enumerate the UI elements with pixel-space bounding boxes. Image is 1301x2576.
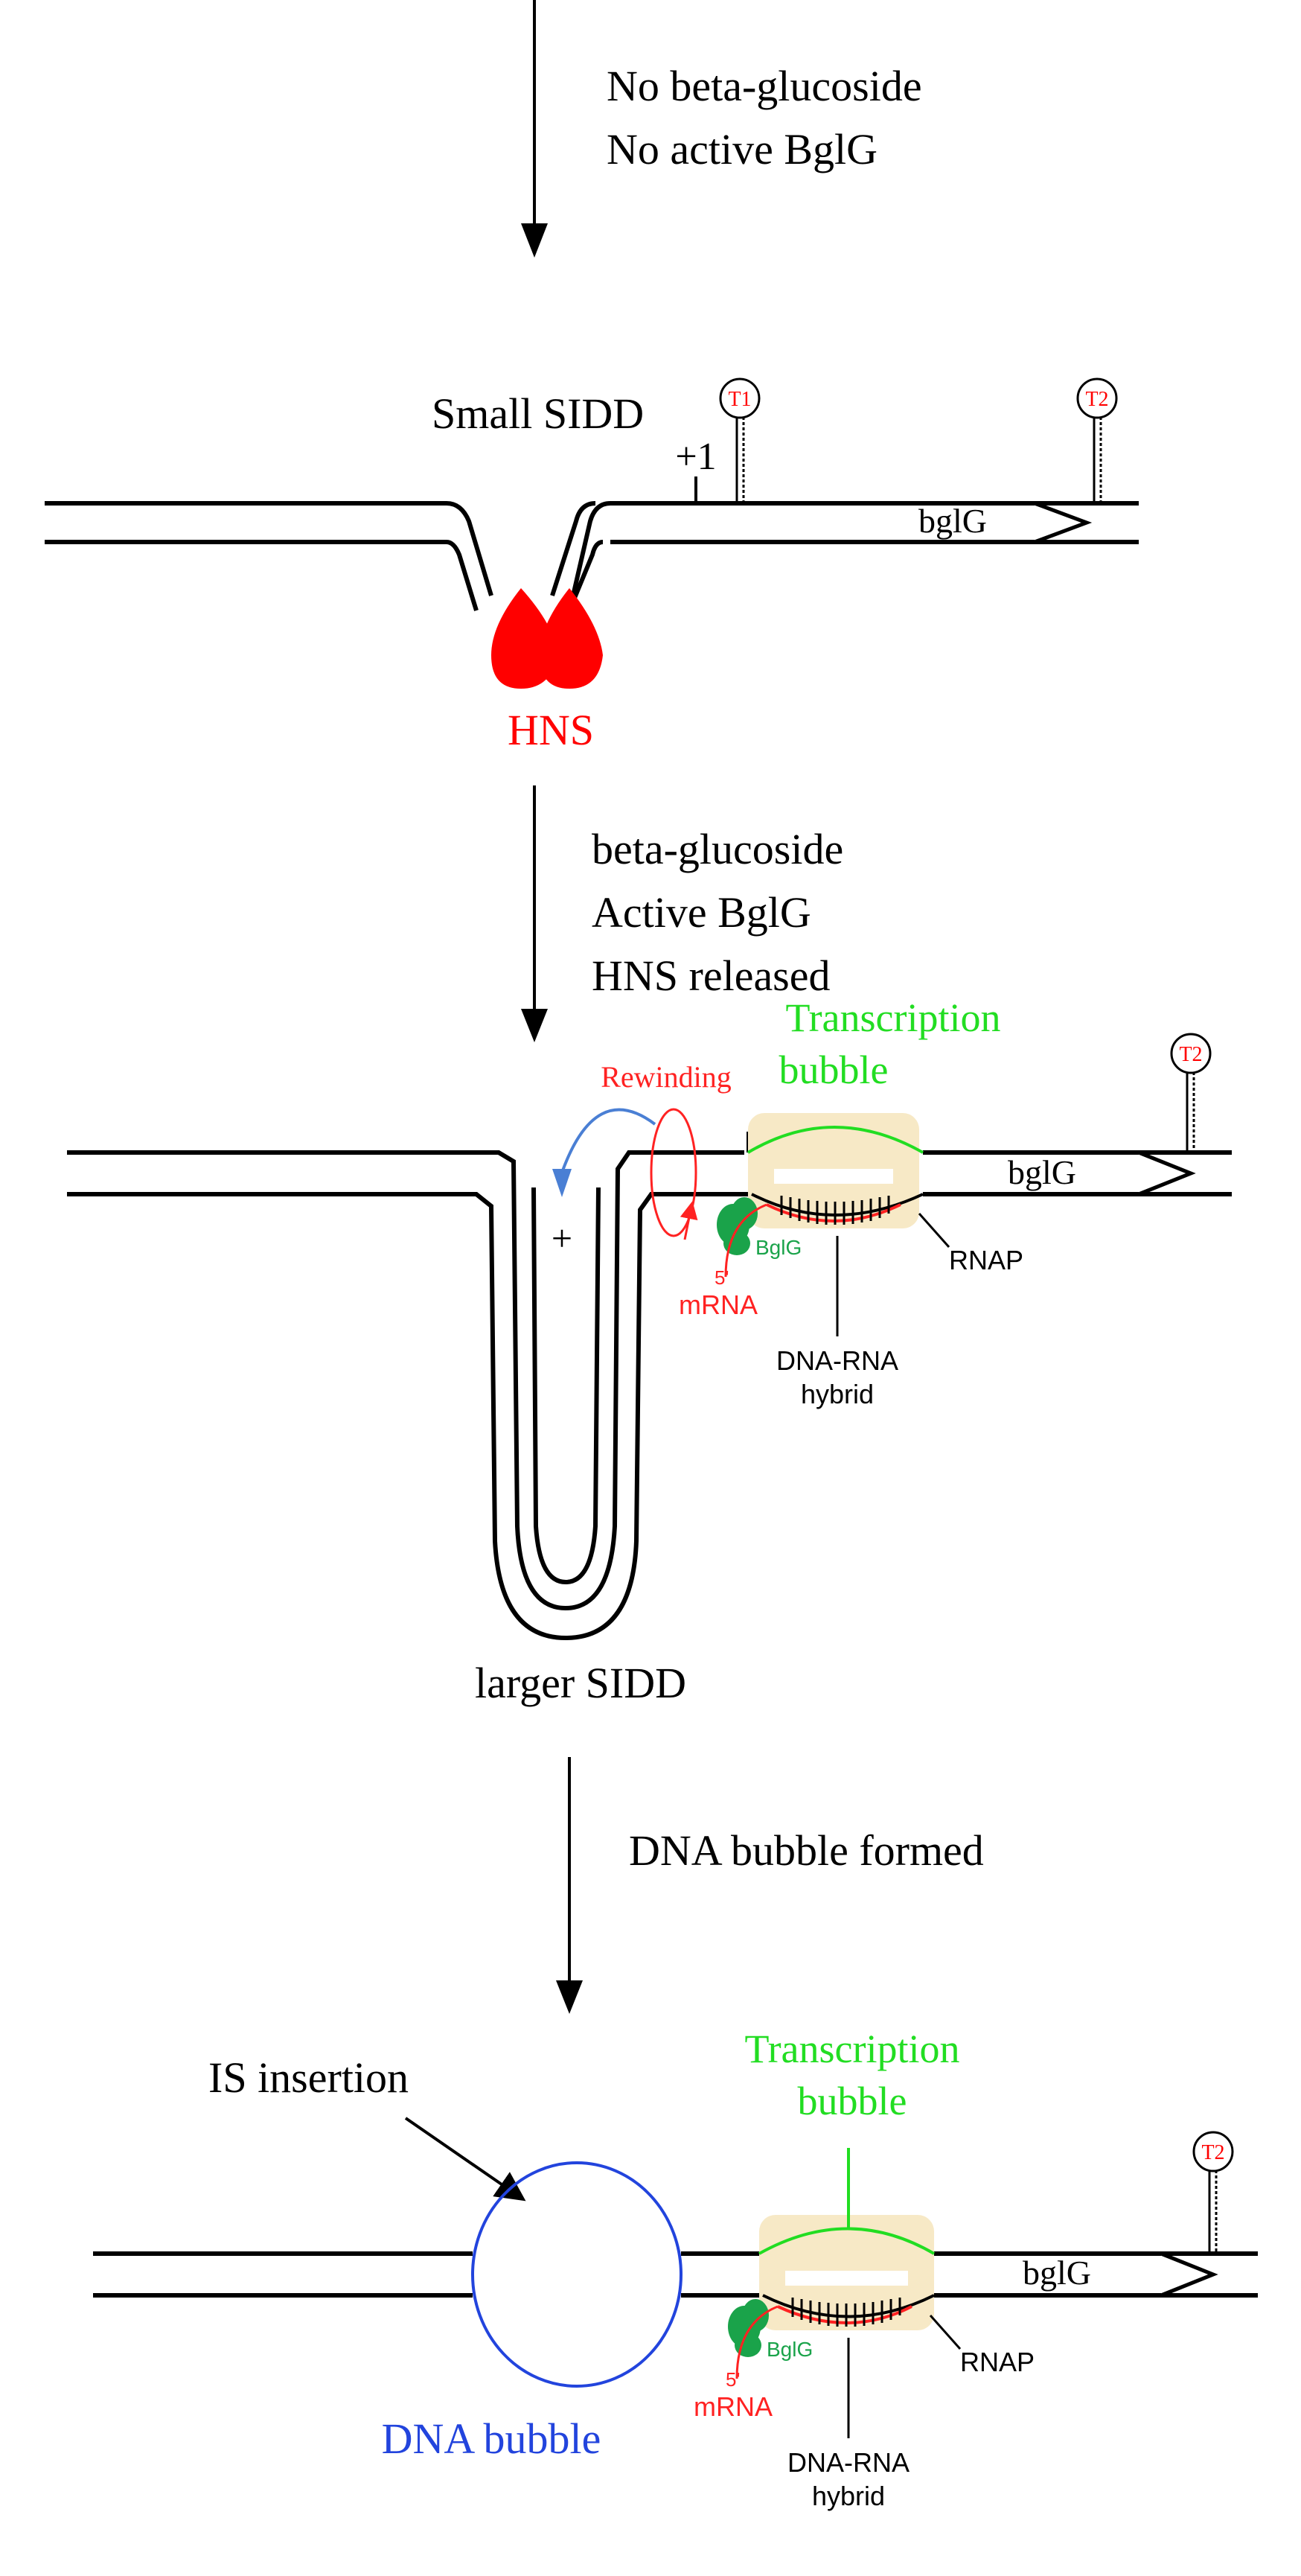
hybrid-label-1: DNA-RNA [787, 2447, 910, 2478]
bglg-protein-label: BglG [767, 2338, 813, 2361]
terminator-t2-label: T2 [1179, 1043, 1202, 1066]
terminator-hairpin-icon: T1 [719, 377, 761, 503]
condition-no-active-bglg: No active BglG [607, 125, 878, 173]
transcription-bubble-label-2: bubble [798, 2079, 907, 2123]
mrna-strand [735, 2305, 779, 2379]
transition-arrow-1 [521, 0, 548, 258]
dna-bubble [471, 2161, 683, 2388]
rnap-complex [747, 1113, 924, 1228]
hns-label: HNS [508, 706, 594, 754]
terminator-t2-label: T2 [1085, 388, 1108, 411]
supercoil-arrow [560, 1108, 656, 1173]
tss-label: +1 [675, 436, 716, 478]
terminator-hairpin-icon: T2 [1192, 2131, 1234, 2254]
condition-beta-glucoside: beta-glucoside [592, 825, 843, 873]
hybrid-label-1: DNA-RNA [776, 1345, 898, 1376]
gene-arrow-icon [1034, 501, 1093, 544]
rewinding-label: Rewinding [601, 1060, 732, 1094]
bglg-gene-label: bglG [1023, 2254, 1091, 2292]
transcription-bubble-label-1: Transcription [744, 2027, 959, 2071]
condition-no-beta-glucoside: No beta-glucoside [607, 62, 922, 110]
condition-hns-released: HNS released [592, 951, 831, 1000]
hybrid-label-2: hybrid [812, 2481, 885, 2511]
gene-arrow-icon [1160, 2251, 1218, 2298]
down-arrow-icon [556, 1980, 583, 2014]
terminator-hairpin-icon: T2 [1170, 1033, 1212, 1152]
rnap-complex [758, 2215, 936, 2330]
transition-arrow-2 [521, 785, 548, 1042]
gene-arrow-icon [1138, 1150, 1196, 1196]
small-sidd-label: Small SIDD [432, 389, 644, 438]
terminator-hairpin-icon: T2 [1076, 377, 1118, 503]
rnap-pointer [918, 1213, 950, 1248]
mrna-5prime-label: 5' [715, 1266, 729, 1289]
is-insertion-arrow [404, 2117, 526, 2202]
is-insertion-label: IS insertion [208, 2053, 409, 2102]
condition-dna-bubble-formed: DNA bubble formed [629, 1826, 984, 1875]
bglg-protein-icon [728, 2299, 769, 2357]
dna-bubble-label: DNA bubble [382, 2414, 601, 2463]
bglg-protein-label: BglG [755, 1236, 802, 1259]
larger-sidd-label: larger SIDD [475, 1659, 686, 1707]
hns-protein-icon [491, 588, 603, 689]
stage2-dna [45, 501, 1139, 612]
plus-label: + [552, 1217, 572, 1259]
rnap-pointer [929, 2315, 962, 2350]
mrna-label: mRNA [679, 1289, 758, 1320]
mrna-strand [724, 1203, 767, 1278]
down-arrow-icon [521, 1009, 548, 1042]
hybrid-label-2: hybrid [801, 1379, 874, 1409]
stage4-dna [93, 2251, 1258, 2298]
down-arrow-icon [521, 223, 548, 258]
bglg-gene-label: bglG [918, 502, 987, 540]
terminator-t1-label: T1 [728, 388, 751, 411]
bglg-protein-icon [717, 1197, 758, 1255]
mrna-label: mRNA [694, 2391, 773, 2422]
stage3-dna [67, 1150, 1232, 1641]
condition-active-bglg: Active BglG [592, 888, 811, 937]
mrna-5prime-label: 5' [726, 2368, 740, 2391]
rewinding-arrow-icon [650, 1108, 698, 1240]
bglg-gene-label: bglG [1008, 1153, 1076, 1191]
rnap-label: RNAP [949, 1245, 1023, 1275]
terminator-t2-label: T2 [1201, 2141, 1224, 2164]
blue-arrow-icon [552, 1169, 572, 1197]
transcription-bubble-label-2: bubble [779, 1048, 889, 1092]
transcription-bubble-label-1: Transcription [785, 995, 1000, 1040]
transition-arrow-3 [556, 1757, 583, 2014]
rnap-label: RNAP [960, 2347, 1035, 2377]
